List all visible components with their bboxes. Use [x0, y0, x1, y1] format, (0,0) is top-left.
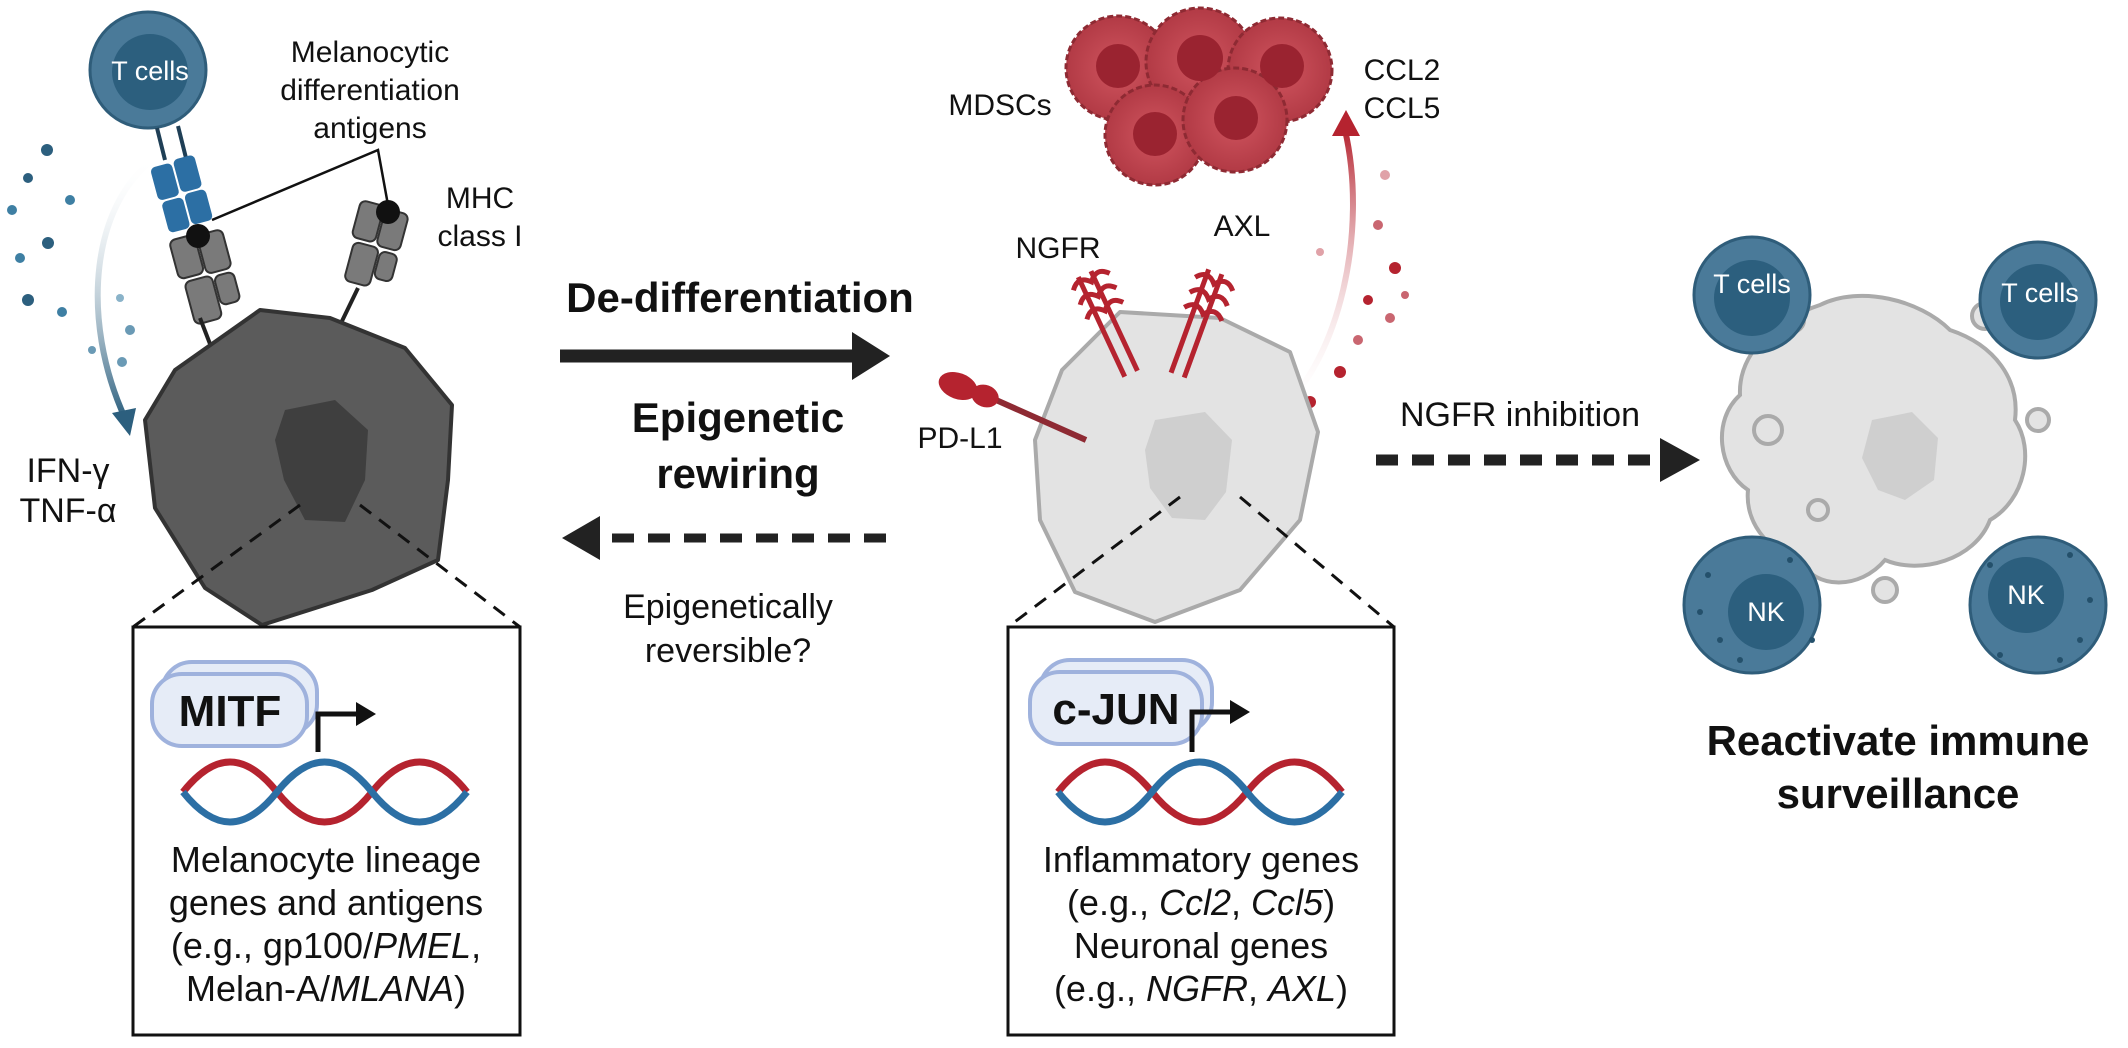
- middle-transition-group: De-differentiation Epigenetic rewiring E…: [560, 274, 914, 670]
- nk-cell-2-label: NK: [2007, 580, 2045, 610]
- axl-label: AXL: [1214, 210, 1271, 243]
- mitf-line1: Melanocyte lineage: [171, 839, 481, 880]
- axl-receptor-icon: [1168, 268, 1236, 379]
- ngfr-inhibition-label: NGFR inhibition: [1400, 396, 1640, 434]
- mdsc-label: MDSCs: [948, 89, 1051, 122]
- tcr-icon: [150, 155, 213, 233]
- ngfr-label: NGFR: [1016, 232, 1101, 265]
- inhibition-outcome-group: NGFR inhibition T cells T cells: [1376, 235, 2108, 817]
- c-jun-gene-box: c-JUN Inflammatory genes (e.g., Ccl2, Cc…: [1006, 625, 1396, 1037]
- dna-helix-icon: [180, 758, 470, 826]
- nk-cell-1: NK: [1682, 535, 1822, 675]
- rewiring-label-line1: Epigenetic: [632, 394, 844, 441]
- t-cell-label: T cells: [111, 56, 189, 86]
- nk-cell-2: NK: [1968, 535, 2108, 675]
- de-differentiation-label: De-differentiation: [566, 274, 914, 321]
- t-cell-top-left: T cells: [88, 10, 208, 130]
- mhc-label-line1: MHC: [446, 182, 514, 215]
- ccl5-label: CCL5: [1364, 92, 1441, 125]
- mitf-line3: (e.g., gp100/PMEL,: [171, 925, 481, 966]
- outcome-line1: Reactivate immune: [1707, 717, 2090, 764]
- t-cell-right-2-label: T cells: [2001, 278, 2079, 308]
- inhibition-arrowhead-icon: [1660, 438, 1700, 482]
- antigens-label-line3: antigens: [313, 112, 426, 145]
- forward-arrowhead-icon: [852, 332, 890, 380]
- dying-cell-icon: [1719, 293, 2051, 604]
- mitf-label: MITF: [179, 687, 282, 736]
- pd-l1-icon: [938, 371, 1088, 443]
- outcome-line2: surveillance: [1777, 770, 2020, 817]
- light-melanoma-cell-group: MDSCs CCL2 CCL5 NG: [917, 6, 1441, 629]
- rewiring-label-line2: rewiring: [656, 450, 819, 497]
- antigens-label-line2: differentiation: [280, 74, 460, 107]
- c-jun-line1: Inflammatory genes: [1043, 839, 1359, 880]
- mitf-line2: genes and antigens: [169, 882, 483, 923]
- ngfr-receptor-icon: [1071, 268, 1140, 378]
- tnf-alpha-label: TNF-α: [19, 492, 116, 530]
- pd-l1-label: PD-L1: [917, 422, 1002, 455]
- reversible-label-line1: Epigenetically: [623, 588, 833, 626]
- c-jun-line3: Neuronal genes: [1074, 925, 1328, 966]
- mdsc-cluster-icon: [1064, 6, 1334, 187]
- c-jun-line4: (e.g., NGFR, AXL): [1054, 968, 1348, 1009]
- c-jun-line2: (e.g., Ccl2, Ccl5): [1067, 882, 1335, 923]
- c-jun-label: c-JUN: [1052, 685, 1179, 734]
- dark-cell-nucleus: [275, 400, 368, 522]
- mitf-gene-box: MITF Melanocyte lineage genes and antige…: [131, 625, 522, 1037]
- ccl2-label: CCL2: [1364, 54, 1441, 87]
- reversible-label-line2: reversible?: [645, 632, 811, 670]
- reverse-arrowhead-icon: [562, 516, 600, 560]
- t-cell-right-2: T cells: [1978, 240, 2098, 360]
- mitf-line4: Melan-A/MLANA): [186, 968, 466, 1009]
- nk-cell-1-label: NK: [1747, 597, 1785, 627]
- dna-helix-icon-2: [1055, 758, 1345, 826]
- mhc-label-line2: class I: [437, 220, 522, 253]
- cytokine-arrow-icon: [94, 152, 162, 420]
- light-cell-nucleus: [1145, 412, 1232, 520]
- cytokine-dots-left: [7, 144, 135, 367]
- ifn-gamma-label: IFN-γ: [26, 452, 109, 490]
- t-cell-right-1-label: T cells: [1713, 269, 1791, 299]
- antigens-label-line1: Melanocytic: [291, 36, 449, 69]
- t-cell-right-1: T cells: [1692, 235, 1812, 355]
- dark-melanoma-cell-group: T cells: [7, 10, 523, 629]
